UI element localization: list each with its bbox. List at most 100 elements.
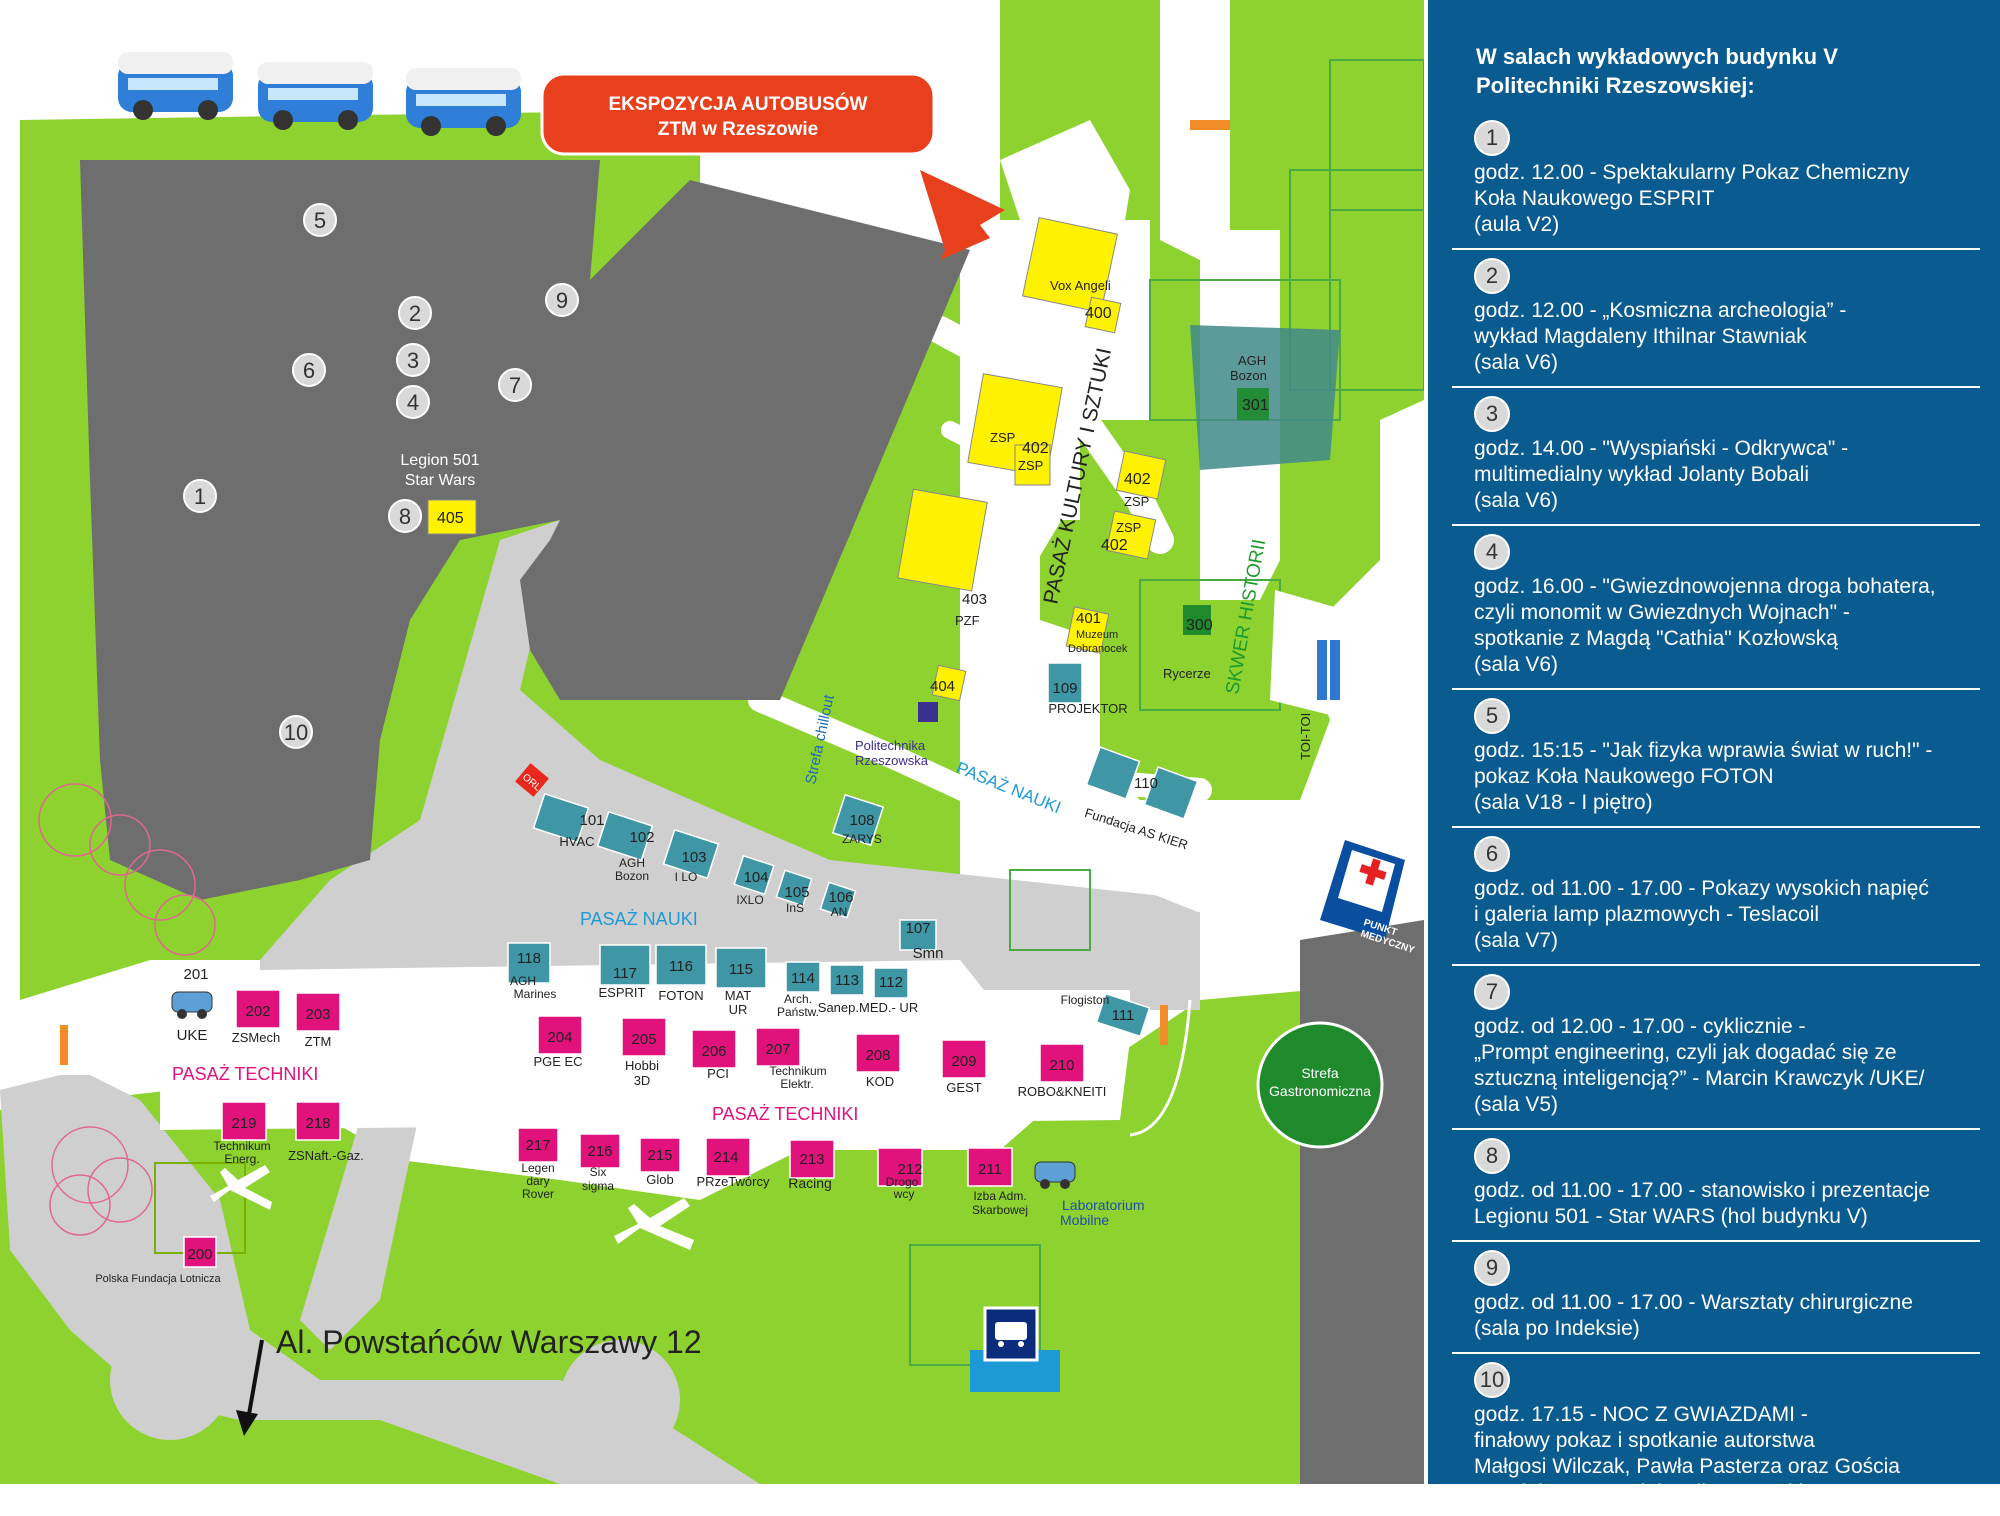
stand-113-number: 113 [835, 972, 859, 989]
stand-201-label: UKE [177, 1027, 208, 1044]
stand-204-label: PGE EC [533, 1054, 582, 1069]
yellow-stands [427, 216, 1167, 702]
stand-111-label: Flogiston [1061, 993, 1110, 1007]
stand-404-number: 404 [930, 678, 955, 695]
bus-stop-icon [970, 1306, 1060, 1392]
stand-212-label-2: wcy [893, 1187, 915, 1201]
stand-211-number: 211 [978, 1161, 1002, 1178]
stand-106-number: 106 [828, 889, 853, 906]
stand-218-label: ZSNaft.-Gaz. [288, 1148, 364, 1163]
stand-301-number: 301 [1242, 397, 1269, 414]
stand-219-label-1: Technikum [213, 1139, 270, 1153]
direction-arrow-icon [236, 1339, 264, 1436]
arrow-icon [920, 170, 1005, 260]
event-number: 7 [1474, 974, 1510, 1010]
stand-207-label-2: Elektr. [780, 1077, 813, 1091]
stand-108-number: 108 [849, 812, 874, 829]
stand-207-number: 207 [765, 1041, 790, 1058]
stand-212-label-1: Drogo [886, 1175, 919, 1189]
event-text: godz. od 11.00 - 17.00 - Pokazy wysokich… [1474, 877, 1929, 952]
stand-118-number: 118 [517, 950, 541, 967]
stand-400-number: 400 [1085, 305, 1112, 322]
stand-209-number: 209 [951, 1053, 976, 1070]
pasaz-techniki-label-1: PASAŻ TECHNIKI [172, 1064, 318, 1084]
marker-9: 9 [556, 288, 568, 313]
stand-215-label: Glob [646, 1172, 673, 1187]
politechnika-label-1: Politechnika [855, 738, 926, 753]
stand-402c-label: ZSP [1116, 520, 1141, 535]
event-number: 6 [1474, 836, 1510, 872]
stand-205-label-1: Hobbi [625, 1058, 659, 1073]
stand-113-label: Sanep.MED.- UR [818, 1000, 918, 1015]
events-sidebar: W salach wykładowych budynku V Politechn… [1424, 0, 2000, 1504]
stand-116-label: FOTON [658, 988, 703, 1003]
gastro-label-1: Strefa [1301, 1065, 1339, 1081]
stand-117-number: 117 [613, 965, 637, 982]
banner-line-1: EKSPOZYCJA AUTOBUSÓW [609, 93, 868, 115]
marker-5: 5 [314, 208, 326, 233]
stand-204-number: 204 [547, 1029, 572, 1046]
toi-label: TOI-TOI [1298, 713, 1313, 760]
stand-105-number: 105 [784, 884, 809, 901]
event-text: godz. od 11.00 - 17.00 - Warsztaty chiru… [1474, 1291, 1913, 1340]
stand-214-label: PRzeTwórcy [697, 1174, 770, 1189]
stand-216-label-2: sigma [582, 1179, 614, 1193]
building-v [80, 160, 970, 900]
stand-401-label-1: Muzeum [1076, 629, 1118, 641]
gastro-zone [1256, 1021, 1384, 1149]
stand-217-label-3: Rover [522, 1187, 554, 1201]
marker-10: 10 [284, 720, 308, 745]
stand-212-number: 212 [897, 1161, 922, 1178]
stand-114-label-1: Arch. [784, 992, 812, 1006]
lab-car-icon [1034, 1161, 1076, 1189]
stand-115-label-1: MAT [725, 988, 752, 1003]
stand-210-number: 210 [1049, 1057, 1074, 1074]
stand-217-label-1: Legen [521, 1161, 554, 1175]
legion-label-2: Star Wars [405, 472, 476, 489]
car-icon [171, 991, 213, 1019]
stand-211-label-2: Skarbowej [972, 1203, 1028, 1217]
marker-3: 3 [407, 348, 419, 373]
stand-108-label: ZARYS [842, 832, 882, 846]
stand-210-label: ROBO&KNEITI [1018, 1084, 1107, 1099]
stand-402c-number: 402 [1101, 537, 1128, 554]
pfl-label: Polska Fundacja Lotnicza [95, 1273, 221, 1285]
stand-402b-number: 402 [1124, 471, 1151, 488]
stand-116-number: 116 [669, 958, 693, 975]
stand-216-label-1: Six [590, 1165, 607, 1179]
stand-114-label-2: Państw. [777, 1005, 819, 1019]
dark-block [1300, 920, 1424, 1484]
event-text: godz. 12.00 - Spektakularny Pokaz Chemic… [1474, 161, 1910, 236]
decor-circles [38, 783, 216, 1236]
stand-300-number: 300 [1186, 617, 1213, 634]
stand-402a-number: 402 [1022, 440, 1049, 457]
banner-line-2: ZTM w Rzeszowie [658, 119, 818, 140]
stand-115-label-2: UR [729, 1002, 748, 1017]
marker-4: 4 [407, 390, 419, 415]
stand-101-number: 101 [579, 812, 604, 829]
pink-stands [183, 989, 1085, 1268]
stand-301-label-1: AGH [1238, 353, 1266, 368]
stand-402a-label-2: ZSP [1018, 458, 1043, 473]
stand-209-label: GEST [946, 1080, 981, 1095]
stand-207-label-1: Technikum [769, 1064, 826, 1078]
stand-102-label-2: Bozon [615, 869, 649, 883]
event-number: 2 [1474, 258, 1510, 294]
stand-103-number: 103 [681, 849, 706, 866]
pasaz-techniki-label-2: PASAŻ TECHNIKI [712, 1104, 858, 1124]
event-text: godz. 15:15 - "Jak fizyka wprawia świat … [1474, 739, 1933, 814]
event-number: 4 [1474, 534, 1510, 570]
event-number: 5 [1474, 698, 1510, 734]
event-number: 3 [1474, 396, 1510, 432]
legion-label-1: Legion 501 [400, 452, 479, 469]
stand-203-label: ZTM [305, 1034, 332, 1049]
stand-107-number: 107 [905, 920, 930, 937]
stand-111-number: 111 [1112, 1007, 1135, 1024]
stand-202-number: 202 [245, 1003, 270, 1020]
pasaz-techniki-band [160, 990, 1130, 1130]
